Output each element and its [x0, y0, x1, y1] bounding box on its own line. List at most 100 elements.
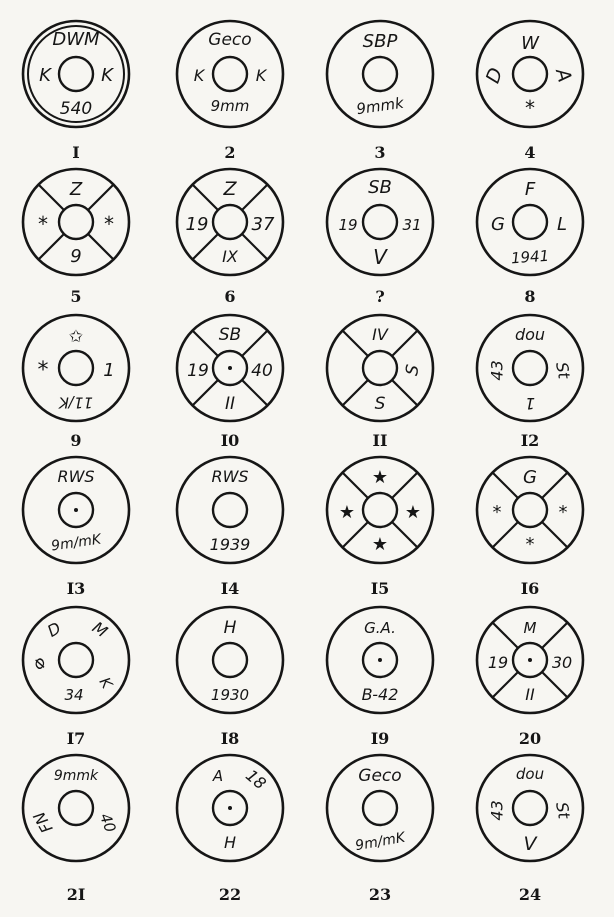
figure-number: 24	[519, 885, 541, 904]
headstamp-mark: Geco	[358, 766, 401, 786]
sector-divider	[241, 330, 268, 357]
headstamp-mark: K	[96, 674, 117, 693]
headstamp-mark: dou	[516, 765, 544, 783]
headstamp-mark: DWM	[52, 29, 100, 50]
primer-circle	[511, 203, 549, 241]
figure-number: 6	[224, 287, 235, 306]
headstamp-mark: 11/K	[58, 394, 93, 412]
headstamp-mark: 9mmk	[355, 94, 406, 119]
headstamp-16: G***I6	[475, 455, 585, 598]
sector-divider	[241, 184, 268, 211]
headstamp-mark: M	[524, 619, 537, 637]
sector-divider	[541, 521, 568, 548]
sector-divider	[38, 233, 65, 260]
rim-circle	[325, 753, 435, 863]
rim-circle	[475, 167, 585, 277]
headstamp-mark: RWS	[57, 467, 94, 486]
headstamp-mark: 19	[187, 361, 209, 381]
sector-divider	[241, 379, 268, 406]
sector-divider	[192, 379, 219, 406]
headstamp-mark: ★	[405, 502, 421, 523]
rim-circle	[21, 753, 131, 863]
sector-divider	[192, 233, 219, 260]
headstamp-mark: FN	[30, 808, 57, 836]
rim-circle	[475, 313, 585, 423]
headstamp-mark: 9mm	[211, 97, 250, 115]
figure-number: I2	[521, 431, 540, 450]
headstamp-mark: K	[101, 65, 114, 86]
figure-number: I	[72, 143, 79, 162]
headstamp-mark: dou	[515, 325, 545, 344]
headstamp-mark: K	[194, 66, 206, 85]
primer-circle	[211, 641, 249, 679]
headstamp-mark: F	[525, 179, 536, 200]
primer-circle	[511, 641, 549, 679]
headstamp-mark: 19	[488, 653, 508, 672]
sector-divider	[342, 379, 369, 406]
headstamp-mark: SB	[368, 177, 392, 198]
rim-circle	[475, 19, 585, 129]
headstamp-mark: H	[224, 833, 236, 852]
headstamp-mark: 43	[488, 360, 507, 380]
headstamp-mark: *	[559, 502, 568, 523]
headstamp-mark: 19	[186, 214, 209, 235]
headstamp-mark: *	[104, 212, 114, 236]
primer-dot	[228, 366, 232, 370]
sector-divider	[492, 521, 519, 548]
figure-number: I6	[521, 579, 540, 598]
rim-circle	[325, 455, 435, 565]
sector-divider	[342, 521, 369, 548]
headstamp-mark: K	[39, 65, 52, 86]
primer-circle	[361, 55, 399, 93]
headstamp-mark: SBP	[363, 31, 398, 52]
headstamp-mark: *	[493, 502, 502, 523]
figure-number: 20	[519, 729, 541, 748]
headstamp-mark: 40	[96, 811, 119, 835]
headstamp-mark: G	[491, 214, 505, 235]
sector-divider	[342, 330, 369, 357]
headstamp-mark: *	[38, 212, 48, 236]
primer-circle	[511, 349, 549, 387]
headstamp-9: ✩*111/K9	[21, 313, 131, 450]
primer-circle	[211, 55, 249, 93]
rim-circle	[475, 455, 585, 565]
headstamp-mark: D	[44, 618, 64, 641]
rim-circle	[325, 167, 435, 277]
sector-divider	[492, 671, 519, 698]
headstamp-mark: IV	[372, 325, 389, 344]
primer-circle	[57, 641, 95, 679]
primer-circle	[57, 349, 95, 387]
sector-divider	[38, 184, 65, 211]
headstamp-mark: S	[375, 394, 386, 414]
primer-dot	[228, 806, 232, 810]
headstamp-mark: D	[482, 65, 508, 86]
headstamp-15: ★★★★I5	[325, 455, 435, 598]
headstamp-mark: 9m/mK	[354, 829, 408, 854]
rim-circle	[21, 19, 131, 129]
headstamp-mark: Z	[222, 178, 237, 200]
primer-circle	[361, 203, 399, 241]
headstamp-mark: Z	[69, 179, 83, 200]
primer-circle	[361, 491, 399, 529]
figure-number: I5	[371, 579, 390, 598]
rim-inner-circle	[27, 25, 125, 123]
headstamp-mark: SB	[219, 325, 241, 345]
rim-circle	[175, 19, 285, 129]
rim-circle	[475, 605, 585, 715]
sector-divider	[391, 379, 418, 406]
headstamp-mark: M	[89, 618, 111, 642]
sector-divider	[192, 184, 219, 211]
rim-circle	[21, 455, 131, 565]
primer-circle	[511, 789, 549, 827]
